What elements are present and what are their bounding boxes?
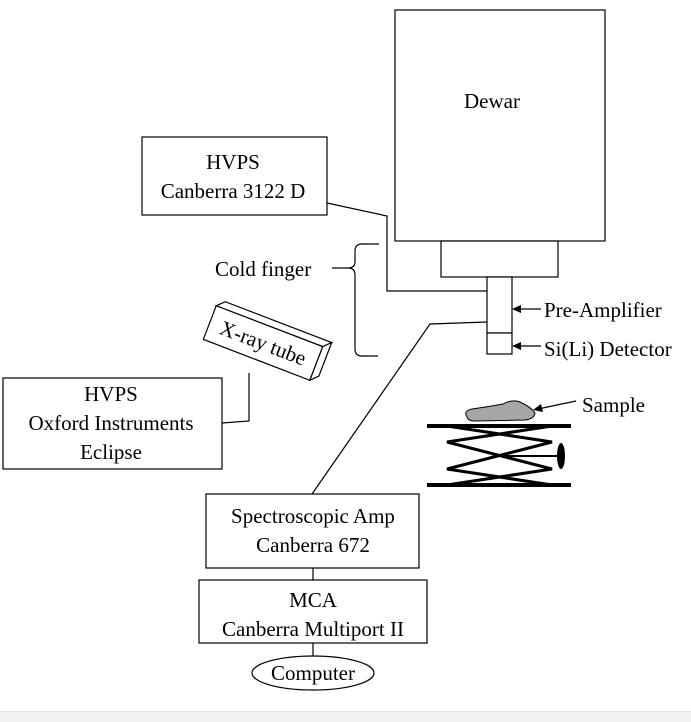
mca-model: Canberra Multiport II (222, 617, 404, 641)
detector-pointer (512, 342, 541, 350)
pre-amplifier-housing (486, 276, 513, 334)
dewar-box (394, 9, 606, 242)
mca-title: MCA (289, 588, 338, 612)
stage-knob (557, 443, 565, 469)
hvps-oxford-title: HVPS (84, 382, 138, 406)
hvps-canberra-frame (141, 136, 328, 216)
dewar: Dewar (394, 9, 606, 278)
hvps-oxford-box: HVPS Oxford Instruments Eclipse (2, 377, 223, 470)
scissor-lift-stage (427, 424, 571, 487)
computer-label: Computer (271, 661, 355, 685)
cold-finger-label: Cold finger (215, 257, 311, 281)
spectroscopic-amp-frame (205, 493, 420, 569)
pre-amplifier-pointer (512, 305, 541, 313)
hvps-canberra-cable (326, 202, 487, 292)
stage-scissor-right (446, 424, 553, 487)
spectroscopic-amp-title: Spectroscopic Amp (231, 504, 395, 528)
dewar-neck (440, 240, 559, 278)
detector-assembly (486, 276, 513, 355)
pre-amplifier-label: Pre-Amplifier (544, 298, 662, 322)
mca-frame (198, 579, 428, 644)
xray-tube: X-ray tube (202, 301, 334, 382)
computer-ellipse (251, 655, 375, 691)
hvps-canberra-model: Canberra 3122 D (161, 179, 306, 203)
si-li-detector (486, 332, 513, 355)
spectroscopic-amp-model: Canberra 672 (256, 533, 370, 557)
mca-box: MCA Canberra Multiport II (198, 579, 428, 644)
spectroscopic-amp-box: Spectroscopic Amp Canberra 672 (205, 493, 420, 569)
hvps-oxford-cable (221, 373, 250, 424)
hvps-canberra-title: HVPS (206, 150, 260, 174)
hvps-oxford-frame (2, 377, 223, 470)
window-bottom-strip (0, 711, 691, 722)
computer-node: Computer (251, 655, 375, 691)
dewar-label: Dewar (464, 89, 520, 113)
xray-tube-front (202, 304, 324, 382)
signal-cable (311, 321, 488, 495)
hvps-oxford-model: Eclipse (80, 440, 142, 464)
sample-pointer (533, 400, 577, 412)
detector-label: Si(Li) Detector (544, 337, 672, 361)
hvps-canberra-box: HVPS Canberra 3122 D (141, 136, 328, 216)
hvps-oxford-maker: Oxford Instruments (28, 411, 193, 435)
sample-label: Sample (582, 393, 645, 417)
cold-finger-brace (332, 243, 379, 357)
sample-specimen (465, 400, 536, 422)
